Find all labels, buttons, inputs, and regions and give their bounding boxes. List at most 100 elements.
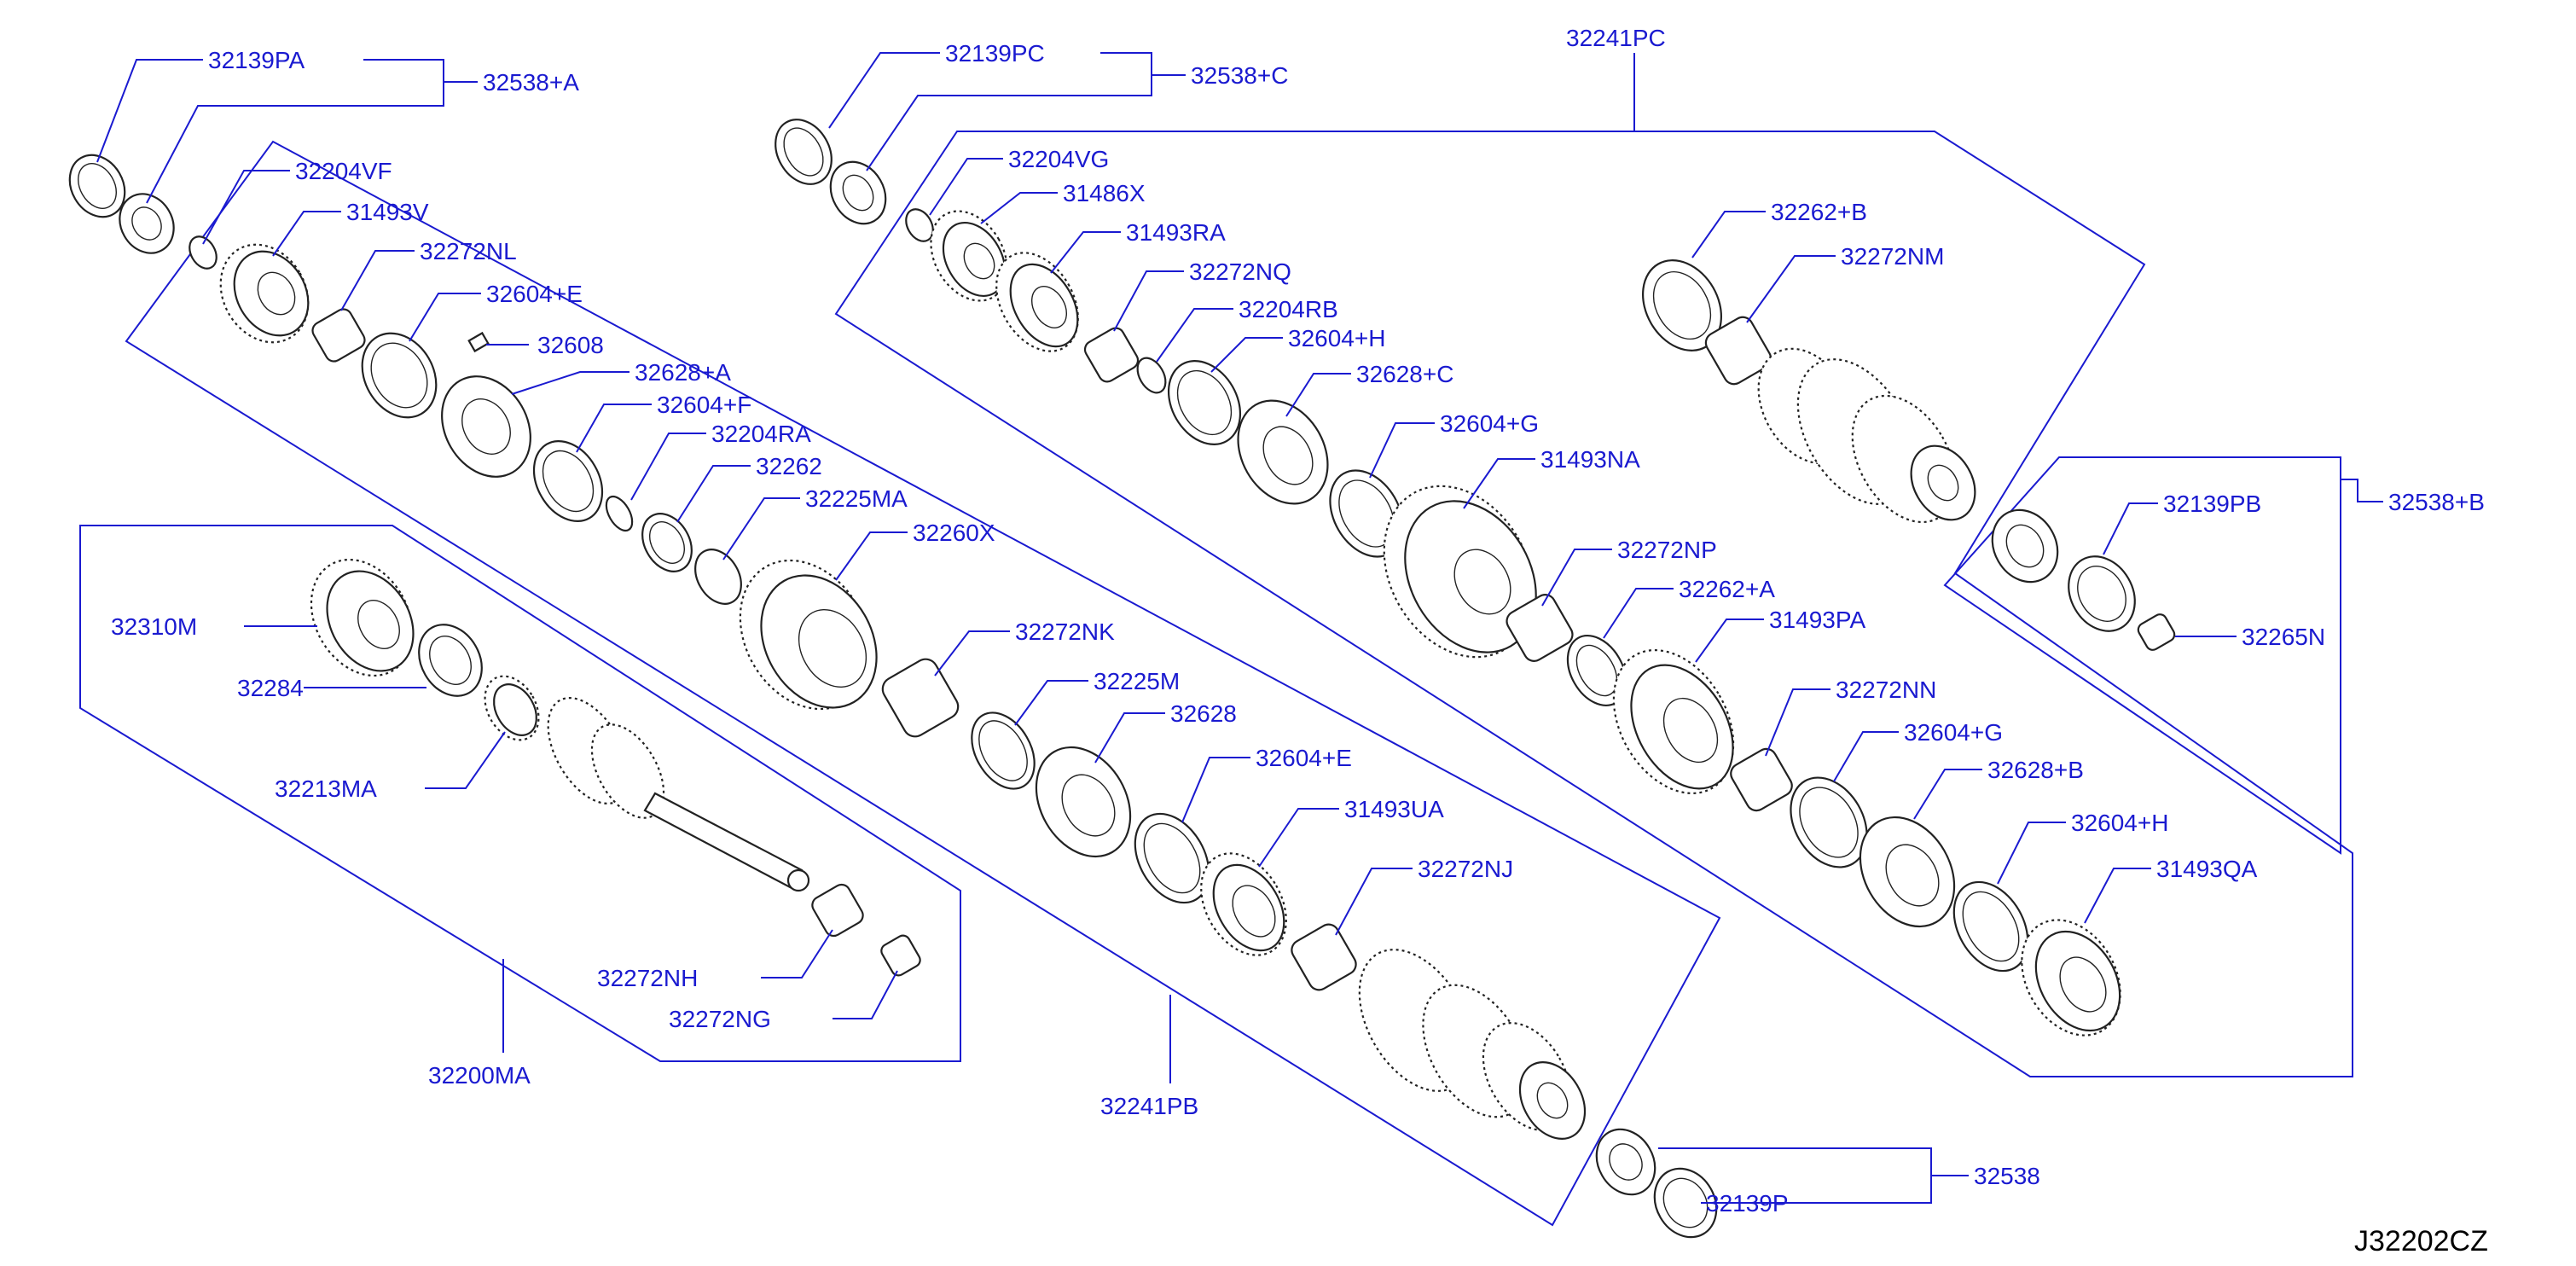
leader-lines — [96, 52, 2383, 1204]
gear-31493UA — [1200, 852, 1287, 956]
label-32272NN: 32272NN — [1836, 677, 1936, 703]
baulk-ring-32604H — [1167, 360, 1242, 445]
snap-ring-32204VF — [189, 235, 218, 270]
label-32284: 32284 — [237, 675, 304, 701]
label-32225M: 32225M — [1094, 668, 1180, 694]
baulk-ring-32604E-2 — [1134, 812, 1210, 904]
label-31493UA: 31493UA — [1344, 796, 1444, 822]
baulk-ring-32604G-2 — [1790, 776, 1868, 868]
gear-31493NA — [1383, 485, 1537, 659]
label-32608: 32608 — [537, 332, 604, 358]
label-32604H-mid: 32604+H — [2071, 810, 2168, 836]
label-32200MA: 32200MA — [428, 1062, 531, 1089]
bearing-32538C — [829, 160, 887, 225]
thrust-washer-32262 — [641, 513, 693, 572]
label-32262A: 32262+A — [1679, 576, 1775, 602]
part-number-labels: 32139PA 32538+A 32204VF 31493V 32272NL 3… — [111, 25, 2485, 1217]
label-32139PA: 32139PA — [208, 47, 305, 73]
label-32225MA: 32225MA — [805, 485, 908, 512]
group-box-32538B — [1943, 456, 2341, 855]
gear-32260X — [739, 559, 878, 711]
coupling-sleeve-32628B — [1859, 816, 1956, 928]
label-32604E-mid: 32604+E — [1256, 745, 1352, 771]
gear-31493QA — [2021, 919, 2121, 1037]
input-shaft-32200MA — [547, 697, 810, 892]
label-31486X: 31486X — [1063, 180, 1146, 206]
label-31493RA: 31493RA — [1126, 219, 1226, 246]
gear-31493RA — [995, 252, 1079, 352]
label-32265N: 32265N — [2242, 624, 2325, 650]
label-32310M: 32310M — [111, 613, 197, 640]
label-32628B: 32628+B — [1987, 757, 2084, 783]
needle-bearing-32272NK — [881, 658, 960, 738]
label-32241PB: 32241PB — [1100, 1093, 1198, 1119]
label-32628A: 32628+A — [635, 359, 731, 386]
bearing-32284 — [418, 624, 483, 697]
needle-bearing-32272NL — [311, 308, 366, 363]
bearing-32538 — [1595, 1128, 1656, 1196]
label-32260X: 32260X — [913, 520, 995, 546]
baulk-ring-32604H-2 — [1952, 880, 2029, 973]
gear-32310M — [310, 558, 415, 677]
needle-bearing-32272NM — [1704, 316, 1772, 386]
needle-bearing-32272NJ — [1291, 923, 1357, 991]
needle-bearing-32272NN — [1730, 747, 1793, 812]
label-32272NP: 32272NP — [1617, 537, 1717, 563]
label-32262B: 32262+B — [1771, 199, 1867, 225]
label-32204RA: 32204RA — [711, 421, 811, 447]
needle-bearing-32272NQ — [1083, 327, 1140, 383]
insert-32608 — [467, 331, 490, 353]
label-32604G-top: 32604+G — [1440, 410, 1539, 437]
label-31493QA: 31493QA — [2156, 856, 2258, 882]
label-32604G-mid: 32604+G — [1904, 719, 2003, 746]
diagram-reference-code: J32202CZ — [2354, 1225, 2488, 1257]
plug-32265N — [2137, 613, 2176, 651]
label-32628C: 32628+C — [1356, 361, 1453, 387]
ring-32225MA — [694, 549, 742, 605]
cluster-gear-32241PB — [1358, 949, 1587, 1141]
race-ring-32139PC — [775, 119, 833, 185]
label-32538C: 32538+C — [1191, 62, 1288, 89]
gear-31493V — [219, 243, 310, 344]
hub-31486X — [930, 210, 1008, 302]
label-32604F: 32604+F — [657, 392, 751, 418]
race-ring-32139PB — [2068, 555, 2136, 632]
label-32272NG: 32272NG — [669, 1006, 771, 1032]
needle-bearing-32272NG — [880, 934, 921, 977]
label-32272NQ: 32272NQ — [1189, 258, 1291, 285]
thrust-washer-32262A — [1566, 634, 1627, 707]
label-32604E-top: 32604+E — [486, 281, 583, 307]
race-ring-32139PA — [68, 154, 126, 218]
label-32262: 32262 — [756, 453, 822, 479]
group-box-32241PC — [834, 131, 2353, 1077]
gear-32213MA — [484, 675, 540, 741]
label-32204VF: 32204VF — [295, 158, 392, 184]
label-32272NH: 32272NH — [597, 965, 698, 991]
label-32272NJ: 32272NJ — [1418, 856, 1513, 882]
baulk-ring-32604F — [532, 440, 604, 522]
group-box-32241PB — [125, 140, 1721, 1227]
snap-ring-32204VG — [905, 208, 934, 242]
label-31493NA: 31493NA — [1540, 446, 1640, 473]
label-32272NK: 32272NK — [1015, 618, 1115, 645]
bearing-32538A — [119, 193, 175, 254]
race-ring-32139P — [1653, 1167, 1718, 1239]
coupling-sleeve-32628A — [441, 375, 531, 478]
needle-bearing-32272NP — [1506, 594, 1574, 662]
coupling-sleeve-32628C — [1237, 399, 1329, 505]
label-32213MA: 32213MA — [275, 775, 377, 802]
label-32204RB: 32204RB — [1239, 296, 1338, 322]
label-32538B: 32538+B — [2388, 489, 2485, 515]
label-32272NM: 32272NM — [1841, 243, 1944, 270]
snap-ring-32204RB — [1136, 357, 1167, 394]
label-32538A: 32538+A — [483, 69, 579, 96]
gear-31493PA — [1612, 649, 1735, 794]
label-32139PC: 32139PC — [945, 40, 1045, 67]
snap-ring-32204RA — [605, 495, 634, 532]
coupling-sleeve-32628 — [1035, 746, 1132, 858]
ring-32225M — [971, 711, 1036, 790]
label-31493PA: 31493PA — [1769, 607, 1865, 633]
bearing-32538B — [1991, 508, 2059, 584]
baulk-ring-32604G — [1329, 469, 1404, 558]
